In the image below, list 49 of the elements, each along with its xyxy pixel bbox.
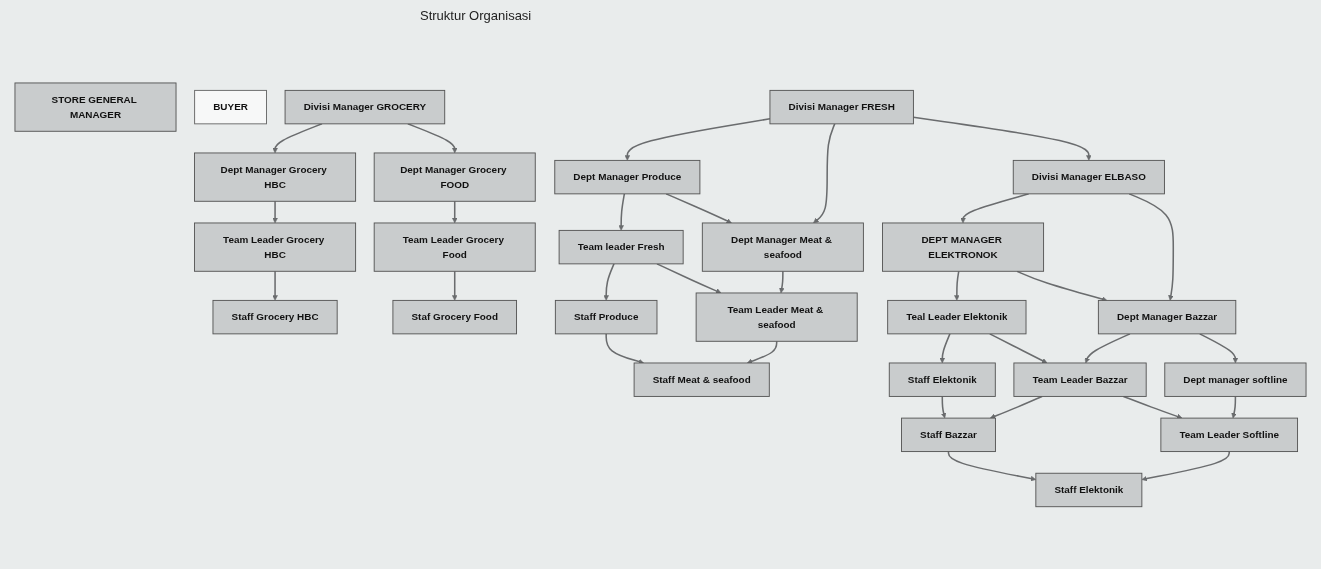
- arrow: [989, 333, 1048, 364]
- arrow: [605, 333, 644, 365]
- node-box: Team Leader Meat & seafood: [695, 292, 858, 342]
- node-box: Staff Produce: [554, 300, 658, 335]
- arrow: [912, 116, 1092, 161]
- node-box: Dept manager softline: [1164, 362, 1307, 398]
- arrow: [1231, 395, 1237, 419]
- node-box: Team Leader Grocery HBC: [194, 222, 357, 272]
- arrow: [452, 200, 458, 224]
- node-box: Staf Grocery Food: [392, 300, 517, 335]
- arrow: [603, 263, 615, 301]
- arrow: [1122, 395, 1183, 420]
- node-box: Team Leader Softline: [1160, 417, 1299, 453]
- diagram-title: Struktur Organisasi: [420, 8, 532, 23]
- node-box: Staff Elektonik: [1035, 472, 1143, 508]
- node-box: Staff Elektonik: [888, 362, 996, 398]
- node-box: STORE GENERAL MANAGER: [14, 82, 177, 132]
- node-box: Team leader Fresh: [558, 230, 684, 265]
- arrow: [618, 193, 626, 231]
- node-box: Staff Meat & seafood: [633, 362, 770, 398]
- arrow: [1141, 450, 1230, 482]
- node-box: Dept Manager Bazzar: [1097, 300, 1237, 335]
- node-box: Divisi Manager FRESH: [769, 90, 914, 125]
- node-box: Team Leader Grocery Food: [373, 222, 536, 272]
- arrow: [452, 270, 458, 301]
- node-box: Divisi Manager ELBASO: [1012, 160, 1165, 195]
- node-box: DEPT MANAGER ELEKTRONOK: [882, 222, 1045, 272]
- arrow: [272, 270, 278, 301]
- node-box: Teal Leader Elektonik: [887, 300, 1027, 335]
- arrow: [746, 340, 778, 364]
- arrow: [1016, 270, 1108, 302]
- arrow: [947, 450, 1037, 482]
- node-box: Dept Manager Meat & seafood: [701, 222, 864, 272]
- arrow: [813, 123, 836, 224]
- arrow: [939, 333, 951, 364]
- arrow: [954, 270, 960, 301]
- node-box: Team Leader Bazzar: [1013, 362, 1147, 398]
- node-box: Dept Manager Produce: [554, 160, 701, 195]
- node-box: Dept Manager Grocery FOOD: [373, 152, 536, 202]
- node-box: Staff Bazzar: [901, 417, 996, 453]
- arrow: [779, 270, 785, 294]
- node-box: Staff Grocery HBC: [212, 300, 338, 335]
- arrow: [941, 395, 947, 419]
- arrow: [272, 200, 278, 224]
- node-box: Dept Manager Grocery HBC: [194, 152, 357, 202]
- arrow: [624, 118, 771, 161]
- node-box: Divisi Manager GROCERY: [284, 90, 446, 125]
- node-box: BUYER: [194, 90, 267, 125]
- arrow: [990, 395, 1043, 419]
